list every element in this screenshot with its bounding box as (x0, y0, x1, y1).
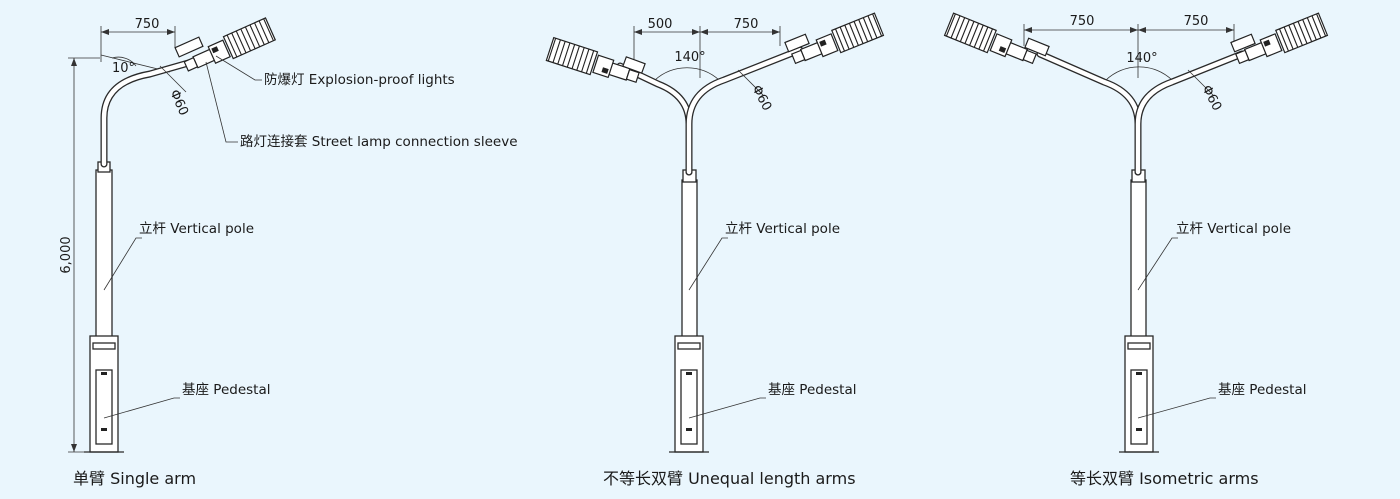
unequal-arms-lamp: 500 750 140° Φ60 立杆 Vertical (545, 12, 885, 488)
isometric-arms-lamp: 750 750 140° Φ60 立杆 Vertical (943, 12, 1329, 488)
height-dimension-label: 6,000 (59, 236, 74, 273)
diameter-label-single: Φ60 (166, 88, 191, 119)
angle-140-label-unequal: 140° (674, 50, 705, 65)
caption-isometric-arms: 等长双臂 Isometric arms (1070, 469, 1259, 488)
vertical-pole-label-unequal: 立杆 Vertical pole (725, 221, 840, 237)
left-equal-arm (1036, 50, 1142, 176)
pedestal-label-unequal: 基座 Pedestal (768, 381, 856, 398)
arm-length-750-label: 750 (135, 17, 160, 32)
pedestal-door (680, 369, 698, 445)
explosion-proof-light-left (943, 12, 1040, 71)
explosion-proof-lights-label: 防爆灯 Explosion-proof lights (264, 72, 455, 88)
diameter-label-iso: Φ60 (1198, 83, 1224, 114)
caption-unequal-arms: 不等长双臂 Unequal length arms (603, 469, 856, 488)
arm-length-750-label-unequal: 750 (734, 17, 759, 32)
diameter-label-unequal: Φ60 (748, 83, 774, 114)
caption-single-arm: 单臂 Single arm (73, 469, 196, 488)
right-long-arm (685, 46, 804, 176)
vertical-pole-shaft (95, 169, 113, 339)
vertical-pole-label-single: 立杆 Vertical pole (139, 221, 254, 237)
arm-length-750-label-iso-right: 750 (1184, 14, 1209, 29)
pedestal-door (1130, 369, 1148, 445)
pedestal-label-iso: 基座 Pedestal (1218, 381, 1306, 398)
arm-length-750-label-iso-left: 750 (1070, 14, 1095, 29)
angle-10-label: 10° (112, 61, 135, 76)
connection-sleeve-label: 路灯连接套 Street lamp connection sleeve (240, 133, 518, 150)
vertical-pole-label-iso: 立杆 Vertical pole (1176, 221, 1291, 237)
pedestal-door (95, 369, 113, 445)
arm-length-500-label: 500 (648, 17, 673, 32)
angle-140-label-iso: 140° (1126, 51, 1157, 66)
vertical-pole-shaft (1130, 179, 1147, 339)
vertical-pole-shaft (681, 179, 698, 339)
single-arm-lamp: 6,000 750 10° Φ60 防爆灯 Exp (59, 17, 518, 488)
pedestal-label-single: 基座 Pedestal (182, 381, 270, 398)
